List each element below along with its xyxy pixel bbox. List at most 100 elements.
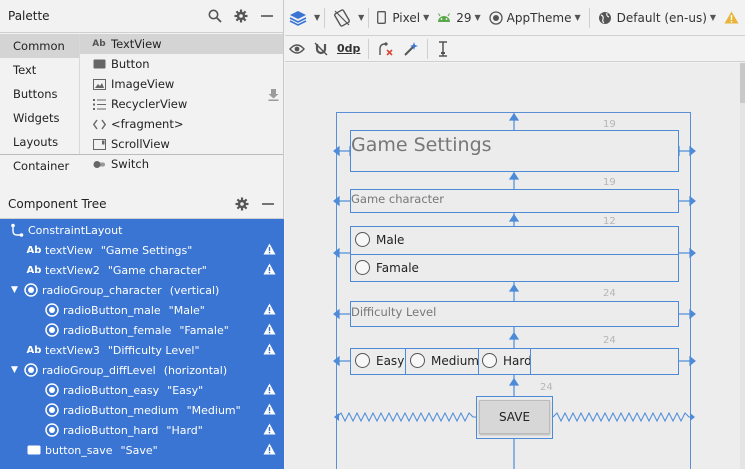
radiobutton-easy[interactable]: Easy [355,353,404,368]
orientation-button[interactable] [329,6,355,30]
toolbar-separator [324,7,326,28]
game-character-text: Game character [351,192,444,206]
component-tree-panel: Component Tree ConstraintLayout Ab textV… [0,189,284,469]
tree-row-radiogroup-character[interactable]: ▼ radioGroup_character (vertical) [0,280,284,300]
radiobutton-icon [44,323,60,337]
save-button[interactable]: SAVE [479,400,550,434]
clear-constraints-button[interactable] [373,37,399,61]
warning-icon[interactable] [263,303,276,318]
scrollbar-thumb[interactable] [740,63,745,103]
radiobutton-male[interactable]: Male [355,232,404,247]
warning-icon[interactable] [263,443,276,458]
component-tree-title: Component Tree [8,196,107,211]
toolbar-separator [368,7,370,28]
hard-label: Hard [503,353,532,368]
locale-selector[interactable]: Default (en-us) ▼ [594,6,720,30]
tree-row-radiobutton-hard[interactable]: radioButton_hard "Hard" [0,420,284,440]
palette-item-button[interactable]: Button [80,54,283,74]
search-icon[interactable] [205,6,225,26]
tree-row-button-save[interactable]: button_save "Save" [0,440,284,460]
margin-label: 24 [603,335,616,346]
tree-row-label: textView [45,243,93,257]
male-label: Male [376,232,405,247]
tree-row-textview[interactable]: Ab textView "Game Settings" [0,240,284,260]
guidelines-button[interactable] [432,37,454,61]
view-options-button[interactable] [285,37,309,61]
radiobutton-medium[interactable]: Medium [410,353,479,368]
api-label: 29 [456,10,472,25]
design-toolbar: ▼ ▼ Pixel ▼ 29 ▼ AppTheme ▼ Default (en-… [285,0,745,36]
palette-item-recyclerview[interactable]: RecyclerView [80,94,283,114]
palette-item-label: Switch [111,157,150,171]
default-margin-button[interactable]: 0dp [337,42,361,55]
warning-indicator[interactable] [720,6,743,30]
tree-row-radiobutton-medium[interactable]: radioButton_medium "Medium" [0,400,284,420]
warning-icon[interactable] [263,243,276,258]
category-widgets[interactable]: Widgets [13,111,60,125]
tree-row-label: radioButton_female [63,323,172,337]
widget-textview-difficulty[interactable]: Difficulty Level [350,301,679,327]
category-text[interactable]: Text [13,63,37,77]
tree-row-text: "Easy" [167,383,204,397]
gear-icon[interactable] [232,194,252,214]
palette-item-switch[interactable]: Switch [80,154,283,174]
tree-row-radiobutton-easy[interactable]: radioButton_easy "Easy" [0,380,284,400]
divider [530,349,531,374]
toolbar-separator [427,38,429,59]
infer-constraints-button[interactable] [399,37,423,61]
api-selector[interactable]: 29 ▼ [433,6,484,30]
tree-row-textview3[interactable]: Ab textView3 "Difficulty Level" [0,340,284,360]
category-layouts[interactable]: Layouts [13,135,59,149]
design-canvas[interactable]: Game Settings Game character Male Famale… [285,63,740,469]
category-buttons[interactable]: Buttons [13,87,58,101]
palette-item-textview[interactable]: Ab TextView [80,34,283,54]
widget-radiogroup-character[interactable]: Male Famale [350,226,679,282]
guideline-icon [439,40,448,57]
chevron-down-icon[interactable]: ▼ [358,13,365,22]
warning-icon[interactable] [263,423,276,438]
button-icon [92,57,106,71]
autoconnect-button[interactable] [309,37,333,61]
imageview-icon [92,77,106,91]
constraint-layout-icon [9,223,25,237]
radiobutton-hard[interactable]: Hard [482,353,532,368]
category-container[interactable]: Container [13,159,70,173]
minimize-icon[interactable] [258,194,278,214]
widget-textview-character[interactable]: Game character [350,189,679,213]
radio-circle [410,353,425,368]
tree-row-label: radioGroup_character [42,283,162,297]
palette-item-fragment[interactable]: <fragment> [80,114,283,134]
theme-selector[interactable]: AppTheme ▼ [485,6,585,30]
warning-icon[interactable] [263,383,276,398]
tree-row-radiobutton-female[interactable]: radioButton_female "Famale" [0,320,284,340]
medium-label: Medium [431,353,479,368]
component-tree-list: ConstraintLayout Ab textView "Game Setti… [0,219,284,469]
palette-item-label: RecyclerView [111,97,188,111]
tree-row-constraintlayout[interactable]: ConstraintLayout [0,220,284,240]
palette-item-imageview[interactable]: ImageView [80,74,283,94]
warning-icon[interactable] [263,343,276,358]
warning-icon[interactable] [263,403,276,418]
warning-icon[interactable] [263,323,276,338]
title-text: Game Settings [351,134,492,156]
widget-radiogroup-difflevel[interactable]: Easy Medium Hard [350,348,679,375]
chevron-down-icon[interactable]: ▼ [314,13,321,22]
category-common[interactable]: Common [0,34,79,58]
tree-row-textview2[interactable]: Ab textView2 "Game character" [0,260,284,280]
expand-arrow-icon[interactable]: ▼ [11,285,18,295]
radiobutton-icon [44,303,60,317]
tree-row-radiobutton-male[interactable]: radioButton_male "Male" [0,300,284,320]
minimize-icon[interactable] [257,6,277,26]
expand-arrow-icon[interactable]: ▼ [11,365,18,375]
layers-button[interactable] [285,6,311,30]
gear-icon[interactable] [231,6,251,26]
palette-item-scrollview[interactable]: ScrollView [80,134,283,154]
device-frame: Game Settings Game character Male Famale… [333,112,696,469]
canvas-scrollbar[interactable] [740,63,745,469]
device-selector[interactable]: Pixel ▼ [373,6,433,30]
download-icon[interactable] [268,89,279,104]
warning-icon[interactable] [263,263,276,278]
widget-textview-title[interactable]: Game Settings [350,130,679,172]
radiobutton-female[interactable]: Famale [355,260,419,275]
tree-row-radiogroup-difflevel[interactable]: ▼ radioGroup_diffLevel (horizontal) [0,360,284,380]
